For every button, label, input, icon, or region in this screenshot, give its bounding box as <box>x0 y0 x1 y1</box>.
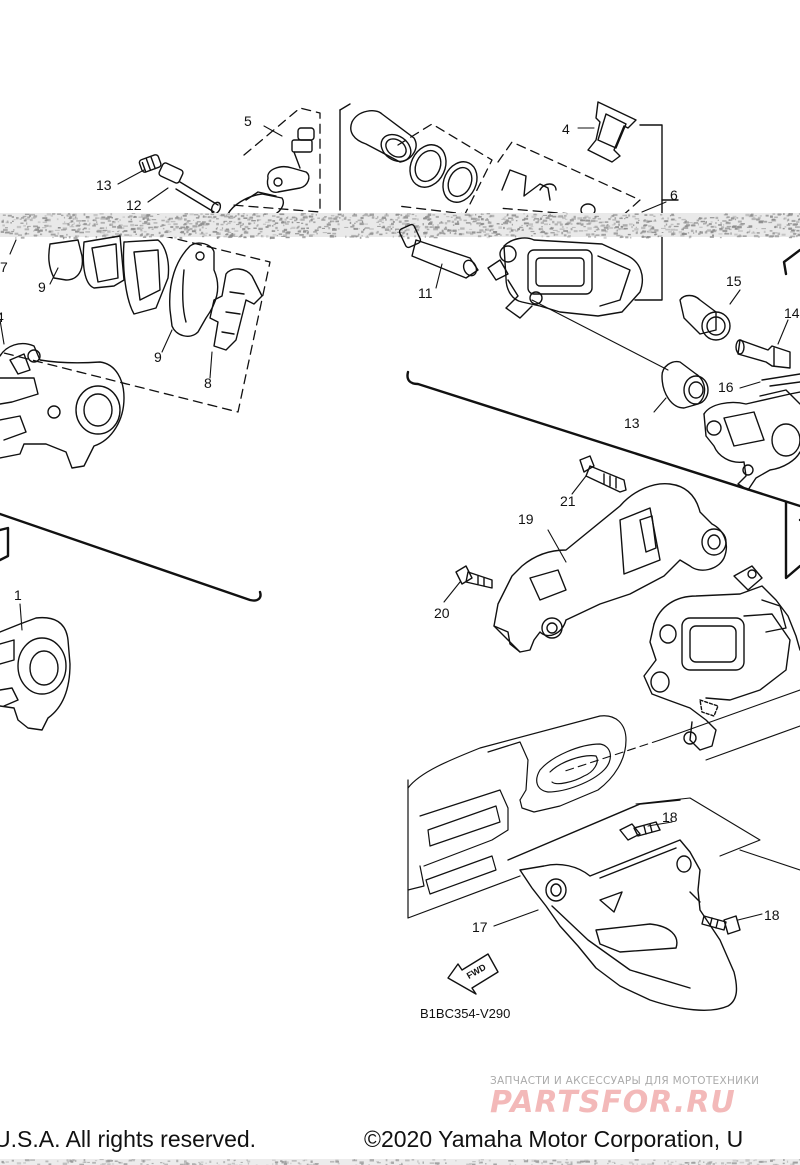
caliper-bracket-part-1 <box>0 618 70 730</box>
caliper-bracket-part-19 <box>494 484 726 652</box>
callout-18-top: 18 <box>662 809 678 825</box>
callout-7: 7 <box>0 259 8 275</box>
callout-9-right: 9 <box>154 349 162 365</box>
fwd-arrow-icon: FWD <box>447 953 499 995</box>
callout-18-bottom: 18 <box>764 907 780 923</box>
callout-21: 21 <box>560 493 576 509</box>
callout-4-left: 4 <box>0 309 4 325</box>
callout-15: 15 <box>726 273 742 289</box>
pad-clip-part-4 <box>588 102 636 162</box>
caliper-assembly-right <box>704 374 800 490</box>
boot-part-13 <box>662 362 708 408</box>
bolt-part-20 <box>456 566 492 588</box>
disc-guard-part-17 <box>508 800 736 1010</box>
callout-10: 12 <box>126 197 142 213</box>
left-group-bracket <box>0 512 262 602</box>
pad-group-dashed-box <box>0 224 271 413</box>
leader-line <box>531 299 669 371</box>
callout-8: 8 <box>204 375 212 391</box>
caliper-assembly-left <box>0 344 124 468</box>
callout-5: 5 <box>244 113 252 129</box>
caliper-assembly-mounted <box>644 566 800 750</box>
pad-pin-part-11 <box>139 154 162 173</box>
caliper-upper-part <box>228 192 283 216</box>
brake-pad-part-9-inner <box>49 240 83 280</box>
slide-pin-part-12 <box>399 224 479 278</box>
brake-pad-part-9-outer <box>170 243 218 336</box>
bolt-part-21 <box>580 456 626 492</box>
watermark-tagline: ЗАПЧАСТИ И АКСЕССУАРЫ ДЛЯ МОТОТЕХНИКИ <box>490 1075 759 1087</box>
piston-seal-rings <box>403 139 483 208</box>
pad-support-part <box>502 170 595 216</box>
guard-bracket-lines <box>635 797 800 871</box>
callout-4: 4 <box>562 121 570 137</box>
watermark-brand: PARTSFOR.RU <box>490 1085 736 1120</box>
bushing-part-15 <box>680 296 730 341</box>
callout-13: 13 <box>624 415 640 431</box>
brake-pad-plate-b <box>123 240 168 314</box>
guide-lines <box>561 689 800 773</box>
bolt-part-18-bottom <box>702 916 740 934</box>
bolt-part-14 <box>736 340 790 368</box>
callout-20: 20 <box>434 605 450 621</box>
bleeder-valve-part-5 <box>267 128 314 192</box>
callout-1: 1 <box>14 587 22 603</box>
caliper-body-bracket <box>339 103 679 301</box>
piston-part <box>351 111 416 167</box>
copyright-footer: U.S.A. All rights reserved. ©2020 Yamaha… <box>0 1122 800 1158</box>
pad-support-dashed-box <box>497 141 641 219</box>
callout-14: 14 <box>784 305 800 321</box>
watermark: ЗАПЧАСТИ И АКСЕССУАРЫ ДЛЯ МОТОТЕХНИКИ PA… <box>490 1075 759 1120</box>
callout-leaders <box>0 125 789 927</box>
bleeder-dashed-box <box>231 107 321 213</box>
swing-arm-outline <box>408 716 626 918</box>
callout-17: 17 <box>472 919 488 935</box>
footer-rights: U.S.A. All rights reserved. <box>0 1126 257 1152</box>
callout-16: 16 <box>718 379 734 395</box>
callout-6: 6 <box>670 187 678 203</box>
callout-11: 13 <box>96 177 112 193</box>
scan-noise-band <box>0 213 800 240</box>
right-group-bracket <box>406 248 800 580</box>
bottom-scan-noise <box>0 1159 800 1165</box>
callout-12: 11 <box>418 285 433 301</box>
seal-kit-dashed-box <box>397 123 493 215</box>
pad-spring-part-8 <box>210 269 262 350</box>
callout-19: 19 <box>518 511 534 527</box>
brake-pad-plate-a <box>83 236 124 288</box>
callout-9-left: 9 <box>38 279 46 295</box>
caliper-body-part-6 <box>488 238 642 318</box>
footer-copyright: ©2020 Yamaha Motor Corporation, U <box>364 1126 744 1152</box>
diagram-code: B1BC354-V290 <box>420 1006 510 1021</box>
